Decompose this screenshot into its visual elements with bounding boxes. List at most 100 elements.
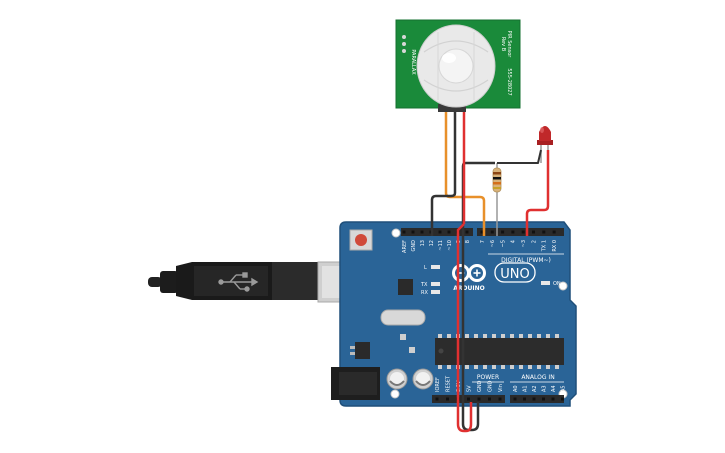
digital-pin-label: GND bbox=[411, 240, 417, 252]
power-pin-label: 5V bbox=[466, 385, 472, 392]
power-pin-label: RESET bbox=[445, 375, 451, 392]
chip-pin bbox=[528, 365, 532, 369]
digital-pin-label: 8 bbox=[465, 240, 471, 243]
analog-pin-hole[interactable] bbox=[532, 397, 536, 401]
analog-pin-label: A1 bbox=[522, 385, 528, 392]
chip-pin bbox=[483, 365, 487, 369]
resistor[interactable] bbox=[492, 163, 502, 199]
chip-pin bbox=[492, 365, 496, 369]
digital-pin-hole[interactable] bbox=[438, 230, 442, 234]
power-pin-hole[interactable] bbox=[498, 397, 502, 401]
analog-pin-label: A2 bbox=[532, 385, 538, 392]
led-tx-label: TX bbox=[420, 282, 428, 288]
power-pin-hole[interactable] bbox=[467, 397, 470, 401]
regulator-pin bbox=[350, 346, 355, 349]
chip-pin bbox=[519, 365, 523, 369]
digital-pin-hole[interactable] bbox=[552, 230, 556, 234]
led-l bbox=[431, 265, 440, 269]
wire-black-gnd-top[interactable] bbox=[430, 112, 457, 236]
digital-pin-label: 2 bbox=[531, 240, 537, 243]
arduino-logo-text: ARDUINO bbox=[453, 285, 484, 292]
power-pin-label: GND bbox=[487, 380, 493, 392]
chip-pin bbox=[465, 334, 469, 338]
power-pin-label: IOREF bbox=[435, 377, 441, 392]
chip-pin bbox=[438, 334, 442, 338]
chip-pin bbox=[483, 334, 487, 338]
digital-pin-hole[interactable] bbox=[490, 230, 494, 234]
wire-red-vcc-lower[interactable] bbox=[456, 223, 473, 433]
atmega-microcontroller bbox=[435, 334, 564, 369]
digital-pin-label: 13 bbox=[420, 240, 426, 246]
analog-pin-hole[interactable] bbox=[513, 397, 517, 401]
analog-pin-label: A4 bbox=[551, 385, 557, 392]
digital-pin-hole[interactable] bbox=[532, 230, 535, 234]
digital-pin-hole[interactable] bbox=[511, 230, 515, 234]
usb-cable-boot bbox=[160, 271, 178, 293]
led-rim bbox=[537, 140, 553, 145]
analog-label: ANALOG IN bbox=[521, 374, 554, 381]
power-pin-hole[interactable] bbox=[477, 397, 481, 401]
bottom-pin-holes bbox=[435, 397, 564, 401]
capacitor bbox=[386, 368, 408, 390]
digital-pin-hole[interactable] bbox=[411, 230, 415, 234]
reset-button[interactable] bbox=[349, 229, 373, 251]
sensor-pad bbox=[402, 42, 406, 46]
digital-pin-label: ~5 bbox=[500, 240, 506, 247]
analog-pin-hole[interactable] bbox=[523, 397, 526, 401]
chip-pin bbox=[519, 334, 523, 338]
power-pin-hole[interactable] bbox=[446, 397, 449, 401]
chip-pin bbox=[447, 334, 451, 338]
sensor-brand-label: PARALLAX bbox=[410, 49, 416, 75]
crystal-oscillator bbox=[380, 309, 426, 326]
analog-pin-label: A3 bbox=[541, 385, 547, 392]
smd-component bbox=[409, 347, 415, 353]
chip-pin bbox=[474, 365, 478, 369]
digital-pin-hole[interactable] bbox=[420, 230, 424, 234]
chip-pin bbox=[438, 365, 442, 369]
digital-pin-label: 4 bbox=[511, 240, 517, 243]
sensor-part-number: 555-28027 bbox=[506, 68, 512, 95]
usb-plug-neck bbox=[272, 262, 318, 300]
chip-pin bbox=[555, 334, 559, 338]
digital-pin-hole[interactable] bbox=[447, 230, 451, 234]
usb-cable[interactable] bbox=[148, 261, 377, 303]
dc-power-jack[interactable] bbox=[331, 367, 380, 400]
analog-pin-hole[interactable] bbox=[551, 397, 555, 401]
power-pin-label: Vin bbox=[498, 384, 504, 392]
sensor-title-line-1: PIR Sensor bbox=[506, 31, 512, 59]
smd-component bbox=[400, 334, 406, 340]
chip-pin bbox=[447, 365, 451, 369]
digital-pin-hole[interactable] bbox=[402, 230, 406, 234]
digital-pin-hole[interactable] bbox=[542, 230, 546, 234]
digital-pin-label: 7 bbox=[480, 240, 486, 243]
analog-pin-hole[interactable] bbox=[561, 397, 564, 401]
digital-pin-label: ~3 bbox=[521, 240, 527, 247]
fresnel-lens-dome bbox=[416, 24, 496, 108]
power-pin-hole[interactable] bbox=[488, 397, 491, 401]
wire-black-led[interactable] bbox=[497, 149, 542, 164]
wire-red-led[interactable] bbox=[525, 150, 550, 236]
wires bbox=[430, 112, 550, 433]
digital-pin-hole[interactable] bbox=[501, 230, 505, 234]
chip-pin bbox=[501, 334, 505, 338]
voltage-regulator bbox=[355, 342, 370, 359]
led-rx bbox=[431, 290, 440, 294]
digital-pin-hole[interactable] bbox=[521, 230, 525, 234]
power-pin-hole[interactable] bbox=[435, 397, 439, 401]
pir-sensor[interactable]: PARALLAX PIR Sensor Rev B 555-28027 bbox=[395, 19, 521, 112]
mounting-hole bbox=[390, 389, 400, 399]
mounting-hole bbox=[391, 228, 401, 238]
uno-badge: UNO bbox=[494, 262, 536, 283]
power-pin-label: GND bbox=[477, 380, 483, 392]
digital-pin-hole[interactable] bbox=[480, 230, 484, 234]
chip-pin bbox=[510, 365, 514, 369]
analog-pin-hole[interactable] bbox=[542, 397, 545, 401]
chip-pin bbox=[492, 334, 496, 338]
capacitor bbox=[412, 368, 434, 390]
chip-pin bbox=[510, 334, 514, 338]
led-tx bbox=[431, 282, 440, 286]
digital-pin-hole[interactable] bbox=[465, 230, 469, 234]
